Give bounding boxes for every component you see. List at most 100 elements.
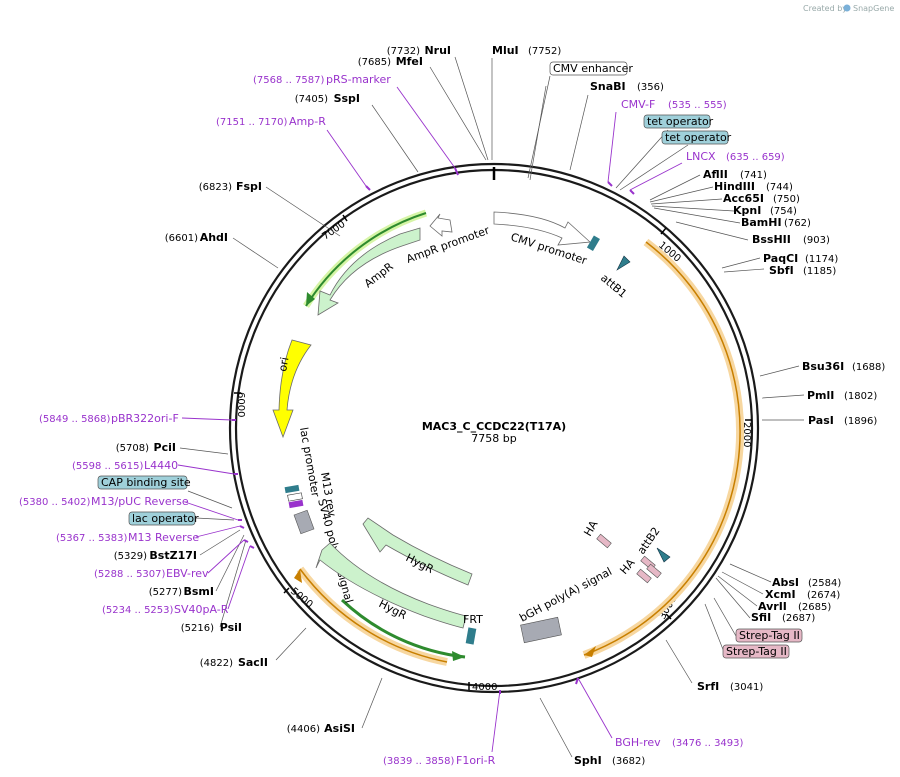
- site-hindiii: HindIII: [714, 180, 755, 193]
- site-kpni: KpnI: [733, 204, 761, 217]
- site-paqci-pos: (1174): [805, 254, 838, 265]
- primer-m13-puc-reverse: M13/pUC Reverse: [91, 495, 189, 508]
- snapgene-logo-icon: [843, 4, 851, 12]
- leader-lines: [179, 56, 805, 758]
- site-sphi: SphI: [574, 754, 602, 767]
- label-ampr: AmpR: [362, 260, 396, 291]
- site-bstz17i-pos: (5329): [114, 551, 147, 562]
- primer-m13-reverse-range: (5367 .. 5383): [56, 533, 128, 544]
- site-sfii: SfiI: [751, 611, 771, 624]
- label-ha-2: HA: [617, 556, 637, 577]
- primer-sv40pa-r-range: (5234 .. 5253): [102, 605, 174, 616]
- primer-amp-r-range: (7151 .. 7170): [216, 117, 288, 128]
- tick-label-7000: 7000: [320, 219, 347, 243]
- label-attb1: attB1: [598, 271, 629, 300]
- primer-l4440-range: (5598 .. 5615): [72, 461, 144, 472]
- site-psii-pos: (5216): [181, 623, 214, 634]
- site-hindiii-pos: (744): [766, 182, 793, 193]
- primer-lncx-range: (635 .. 659): [726, 152, 785, 163]
- site-sspi-pos: (7405): [295, 94, 328, 105]
- site-mlui: MluI: [492, 44, 519, 57]
- site-mlui-pos: (7752): [528, 46, 561, 57]
- site-pcii-pos: (5708): [116, 443, 149, 454]
- label-lac-operator: lac operator: [132, 512, 199, 525]
- credit-brand: SnapGene: [853, 4, 894, 13]
- label-cap-binding-site: CAP binding site: [101, 476, 191, 489]
- site-asisi-pos: (4406): [287, 724, 320, 735]
- site-avrii-pos: (2685): [798, 602, 831, 613]
- site-fspi-pos: (6823): [199, 182, 232, 193]
- site-bsmi-pos: (5277): [149, 587, 182, 598]
- site-pmli: PmlI: [807, 389, 834, 402]
- site-pcii: PciI: [154, 441, 176, 454]
- site-sacii: SacII: [238, 656, 268, 669]
- site-snabi-pos: (356): [637, 82, 664, 93]
- primer-sv40pa-r: SV40pA-R: [174, 603, 229, 616]
- site-nrui: NruI: [424, 44, 451, 57]
- site-sfii-pos: (2687): [782, 613, 815, 624]
- label-ori: ori: [276, 356, 291, 372]
- site-bsu36i-pos: (1688): [852, 362, 885, 373]
- tick-label-6000: 6000: [235, 392, 246, 417]
- feature-lac-cluster: [284, 484, 315, 535]
- site-mfei-pos: (7685): [358, 57, 391, 68]
- site-nrui-pos: (7732): [387, 46, 420, 57]
- site-pmli-pos: (1802): [844, 391, 877, 402]
- site-bsu36i: Bsu36I: [802, 360, 844, 373]
- tick-1000: [660, 227, 667, 235]
- feature-tet-block: [586, 235, 600, 252]
- site-absi-pos: (2584): [808, 578, 841, 589]
- feature-bgh-polya: bGH poly(A) signal: [517, 565, 614, 644]
- site-psii: PsiI: [220, 621, 242, 634]
- site-bamhi-pos: (762): [784, 218, 811, 229]
- site-xcmi-pos: (2674): [807, 590, 840, 601]
- plasmid-name: MAC3_C_CCDC22(T17A): [422, 420, 566, 433]
- restriction-sites: NruI (7732) MluI (7752) MfeI (7685) SnaB…: [114, 44, 886, 767]
- primer-cmv-f-range: (535 .. 555): [668, 100, 727, 111]
- label-frt: FRT: [463, 613, 483, 626]
- site-ahdi-pos: (6601): [165, 233, 198, 244]
- label-strep-tag-2: Strep-Tag II: [726, 645, 787, 658]
- site-absi: AbsI: [772, 576, 799, 589]
- primer-ebv-rev-range: (5288 .. 5307): [94, 569, 166, 580]
- site-ahdi: AhdI: [200, 231, 228, 244]
- site-srfi-pos: (3041): [730, 682, 763, 693]
- site-aflii-pos: (741): [740, 170, 767, 181]
- primer-l4440: L4440: [144, 459, 178, 472]
- label-bgh-polya: bGH poly(A) signal: [517, 565, 614, 625]
- site-asisi: AsiSI: [324, 722, 355, 735]
- primer-m13-puc-reverse-range: (5380 .. 5402): [19, 497, 91, 508]
- site-paqci: PaqCI: [763, 252, 798, 265]
- snapgene-credit: Created by SnapGene: [803, 4, 894, 13]
- site-pasi: PasI: [808, 414, 834, 427]
- orf-arc-right: [582, 238, 745, 659]
- label-cmv-enhancer: CMV enhancer: [553, 62, 633, 75]
- label-ha-1: HA: [581, 518, 600, 539]
- label-attb2: attB2: [635, 525, 663, 557]
- site-snabi: SnaBI: [590, 80, 626, 93]
- primer-labels: pRS-marker (7568 .. 7587) Amp-R (7151 ..…: [19, 73, 785, 767]
- primer-leaders: [177, 86, 683, 753]
- credit-prefix: Created by: [803, 4, 847, 13]
- site-avrii: AvrII: [758, 600, 787, 613]
- tick-label-4000: 4000: [472, 682, 497, 693]
- site-bsshii-pos: (903): [803, 235, 830, 246]
- primer-ebv-rev: EBV-rev: [166, 567, 209, 580]
- feature-attb1: attB1: [598, 255, 631, 301]
- label-lac-promoter: lac promoter: [297, 426, 322, 498]
- site-sbfi: SbfI: [769, 264, 794, 277]
- site-bsshii: BssHII: [752, 233, 791, 246]
- feature-ori: ori: [272, 339, 312, 439]
- backbone-outer: [228, 162, 760, 694]
- site-bamhi: BamHI: [741, 216, 782, 229]
- site-srfi: SrfI: [697, 680, 719, 693]
- site-bsmi: BsmI: [184, 585, 215, 598]
- feature-cmv-promoter: CMV promoter: [493, 211, 591, 267]
- primer-cmv-f: CMV-F: [621, 98, 655, 111]
- site-sspi: SspI: [334, 92, 360, 105]
- primer-f1ori-r-range: (3839 .. 3858): [383, 756, 455, 767]
- label-tet-operator-1: tet operator: [647, 115, 714, 128]
- site-acc65i: Acc65I: [723, 192, 764, 205]
- site-acc65i-pos: (750): [773, 194, 800, 205]
